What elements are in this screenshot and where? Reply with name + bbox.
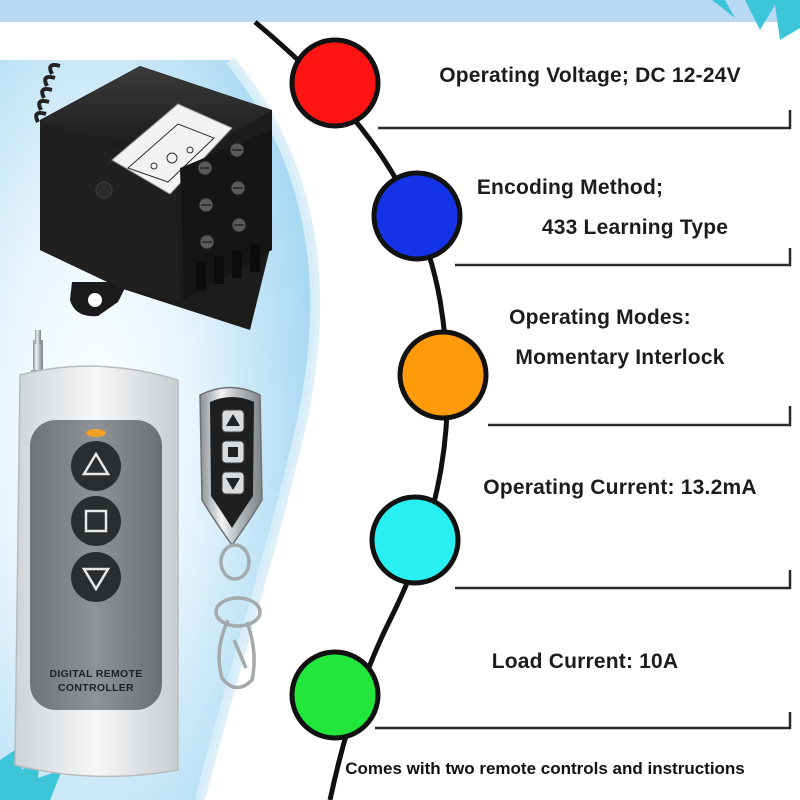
large-remote <box>14 330 179 778</box>
receiver-module <box>34 63 272 330</box>
spec-load-current: Load Current: 10A <box>491 650 679 673</box>
spec-encoding-method-value: 433 Learning Type <box>541 216 729 239</box>
remote-label-line1: DIGITAL REMOTE <box>49 668 143 680</box>
top-bar <box>0 0 800 22</box>
spec-dot-2 <box>397 329 489 421</box>
spring-antenna <box>34 63 61 123</box>
spec-underlines <box>375 110 792 730</box>
up-button <box>71 441 121 491</box>
down-button <box>71 552 121 602</box>
spec-operating-modes-title: Operating Modes: <box>509 306 691 329</box>
remote-label-line2: CONTROLLER <box>58 682 134 694</box>
down-arrow-icon <box>81 567 111 592</box>
stop-button <box>71 496 121 546</box>
spec-dot-4 <box>289 649 381 741</box>
spec-dot-0 <box>289 37 381 129</box>
spec-dot-3 <box>369 494 461 586</box>
spec-operating-voltage: Operating Voltage; DC 12-24V <box>439 64 741 87</box>
keyfob-remote <box>199 386 263 690</box>
background-arc-rim <box>195 56 321 800</box>
spec-encoding-method-title: Encoding Method; <box>476 176 664 199</box>
spec-dot-1 <box>371 170 463 262</box>
up-arrow-icon <box>81 451 111 476</box>
spec-operating-modes-value: Momentary Interlock <box>515 346 725 369</box>
footer-note: Comes with two remote controls and instr… <box>345 759 745 778</box>
spec-operating-current: Operating Current: 13.2mA <box>483 476 757 499</box>
terminal-screws <box>197 142 247 250</box>
stop-square-icon <box>84 509 108 533</box>
spec-dots <box>289 37 489 741</box>
